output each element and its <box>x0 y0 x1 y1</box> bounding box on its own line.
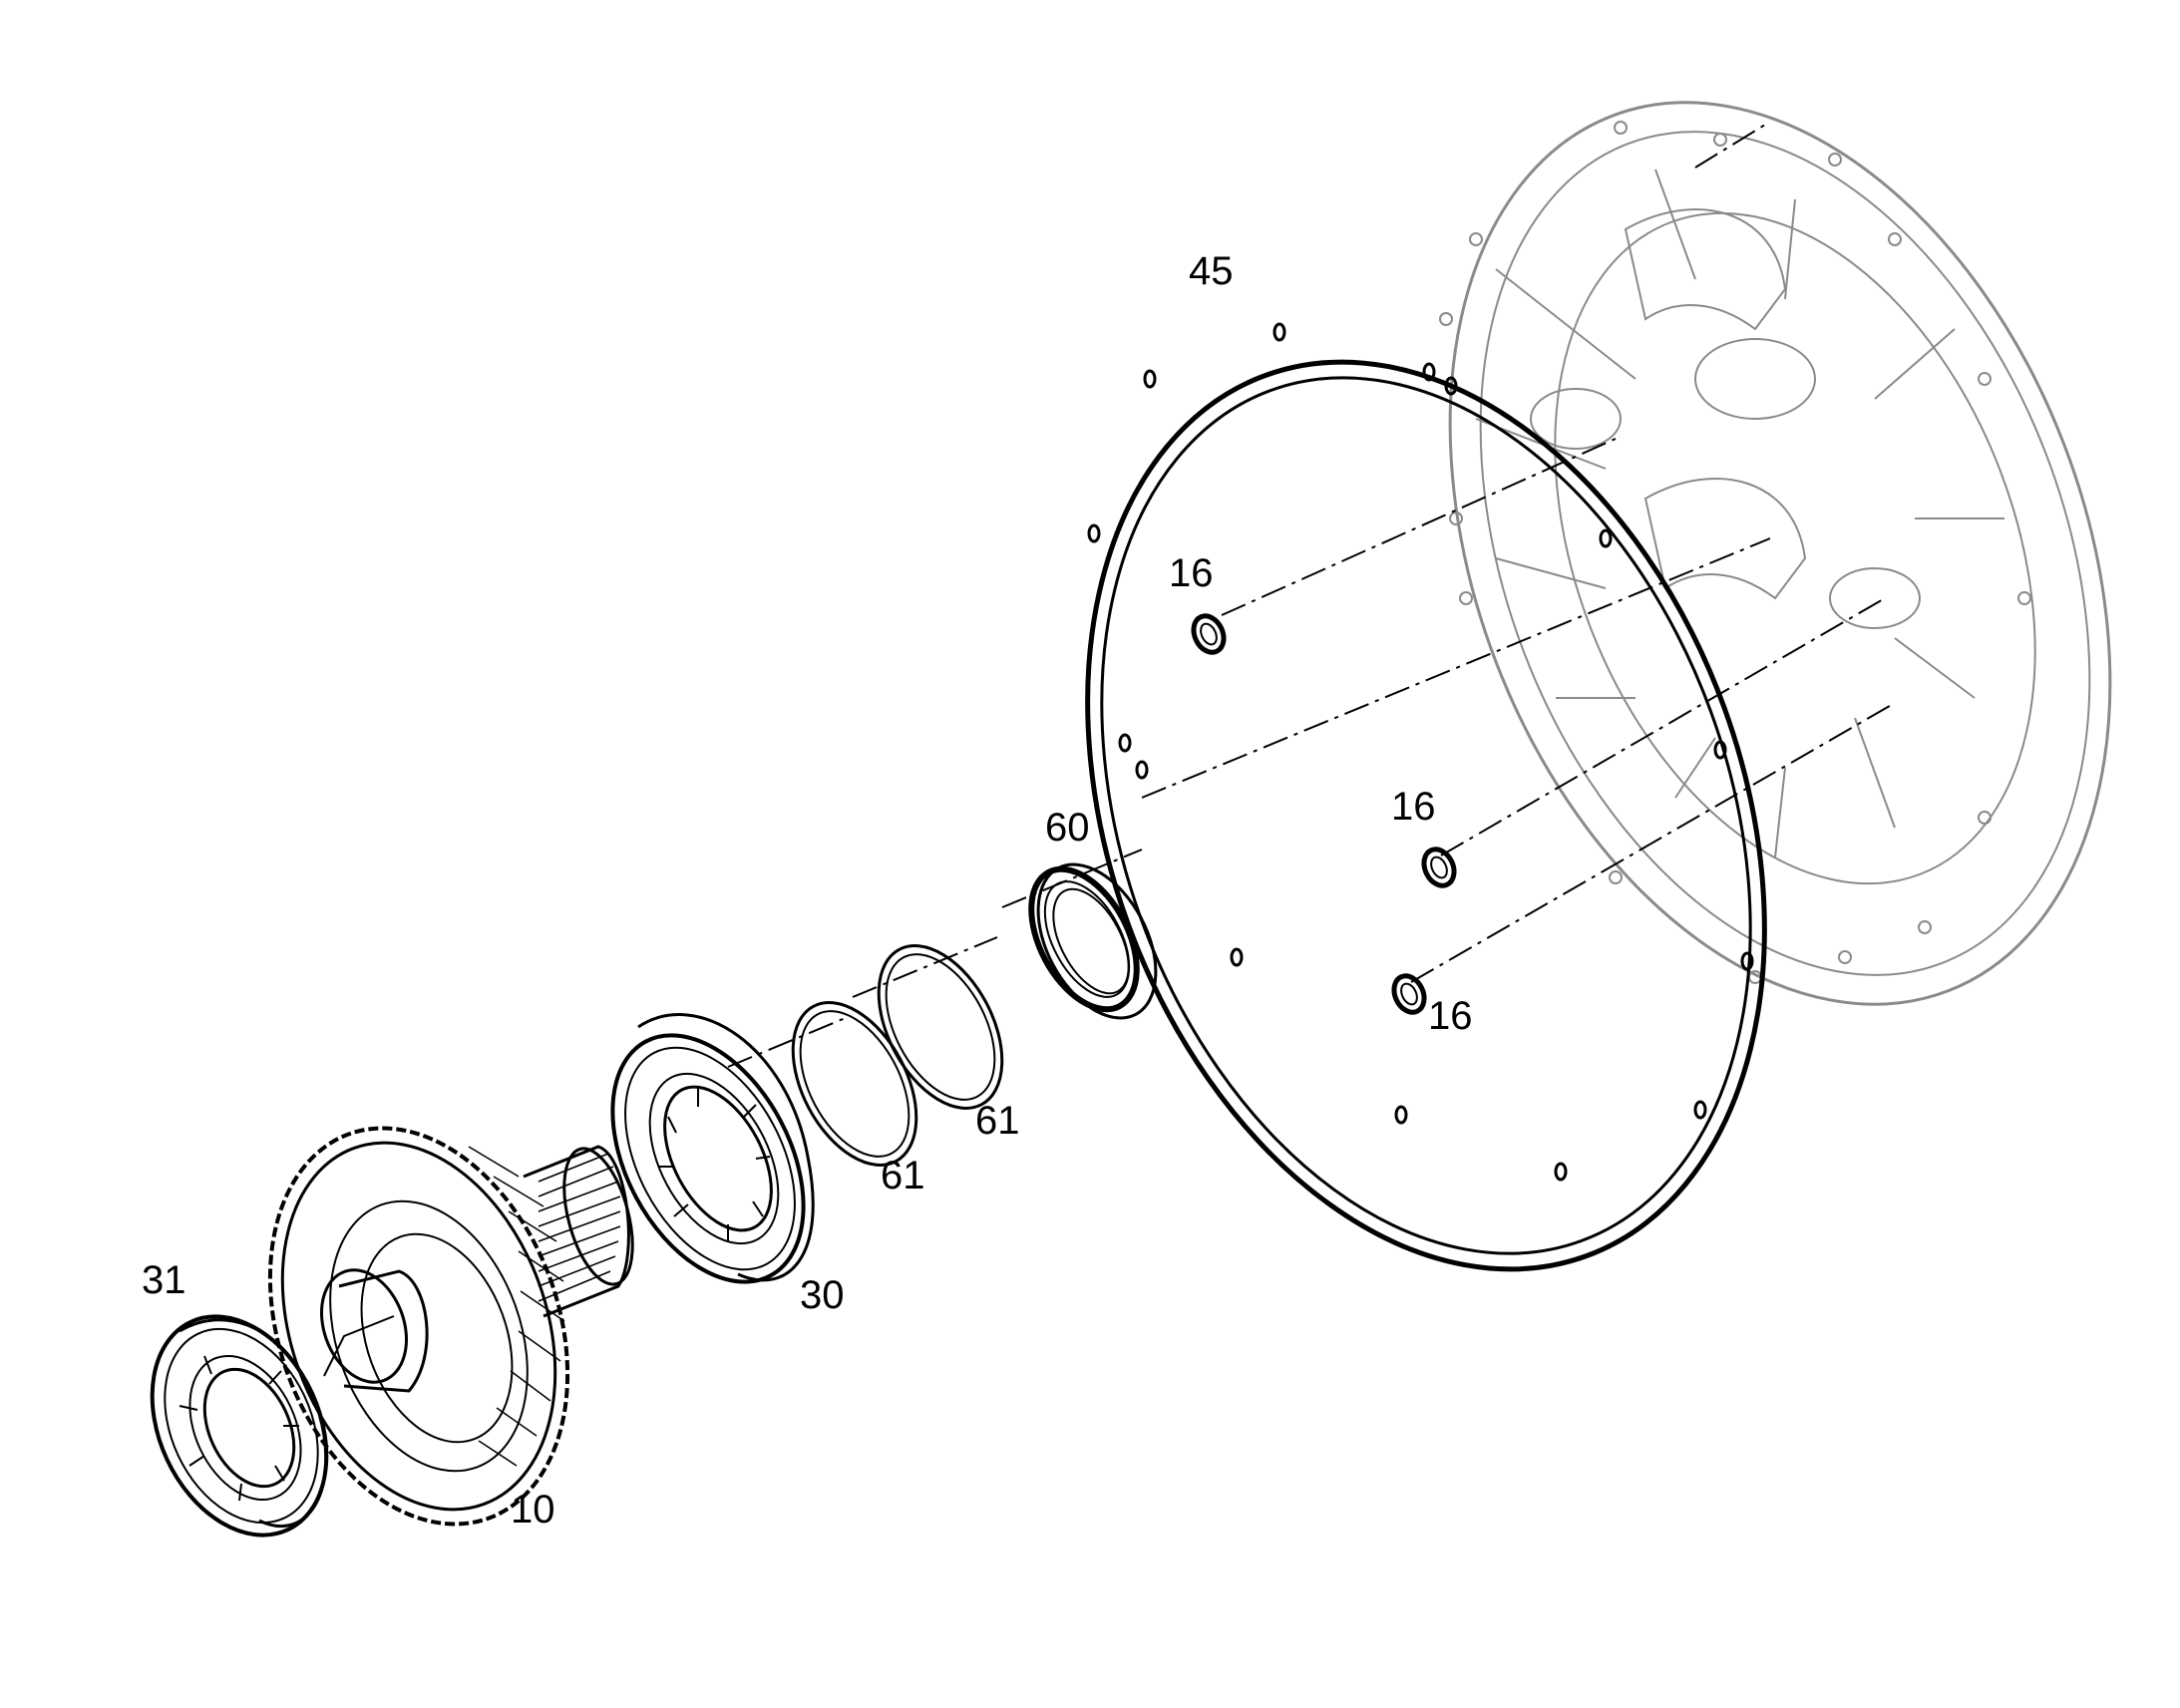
bearing-31 <box>150 1314 329 1537</box>
o-ring-16-lower <box>1391 973 1427 1015</box>
label-30: 30 <box>800 1273 845 1317</box>
o-ring-16-upper <box>1191 613 1227 655</box>
bearing-30 <box>610 1013 815 1284</box>
callout-labels: 45 16 16 16 60 61 61 30 31 10 <box>142 249 1473 1532</box>
shim-ring-61-inner <box>791 1001 918 1167</box>
label-61-outer: 61 <box>975 1099 1020 1143</box>
label-10: 10 <box>511 1488 555 1532</box>
shaft-seal-60 <box>1028 862 1158 1020</box>
label-16-upper: 16 <box>1169 551 1214 595</box>
label-16-middle: 16 <box>1391 785 1436 829</box>
label-61-inner: 61 <box>881 1154 925 1197</box>
o-ring-16-middle <box>1421 847 1457 888</box>
label-31: 31 <box>142 1258 186 1302</box>
label-45: 45 <box>1189 249 1234 293</box>
output-gear-10 <box>267 1126 634 1527</box>
assembly-axes <box>727 124 1896 1068</box>
label-16-lower: 16 <box>1428 994 1473 1038</box>
label-60: 60 <box>1045 806 1090 850</box>
transmission-housing <box>1439 101 2112 1006</box>
